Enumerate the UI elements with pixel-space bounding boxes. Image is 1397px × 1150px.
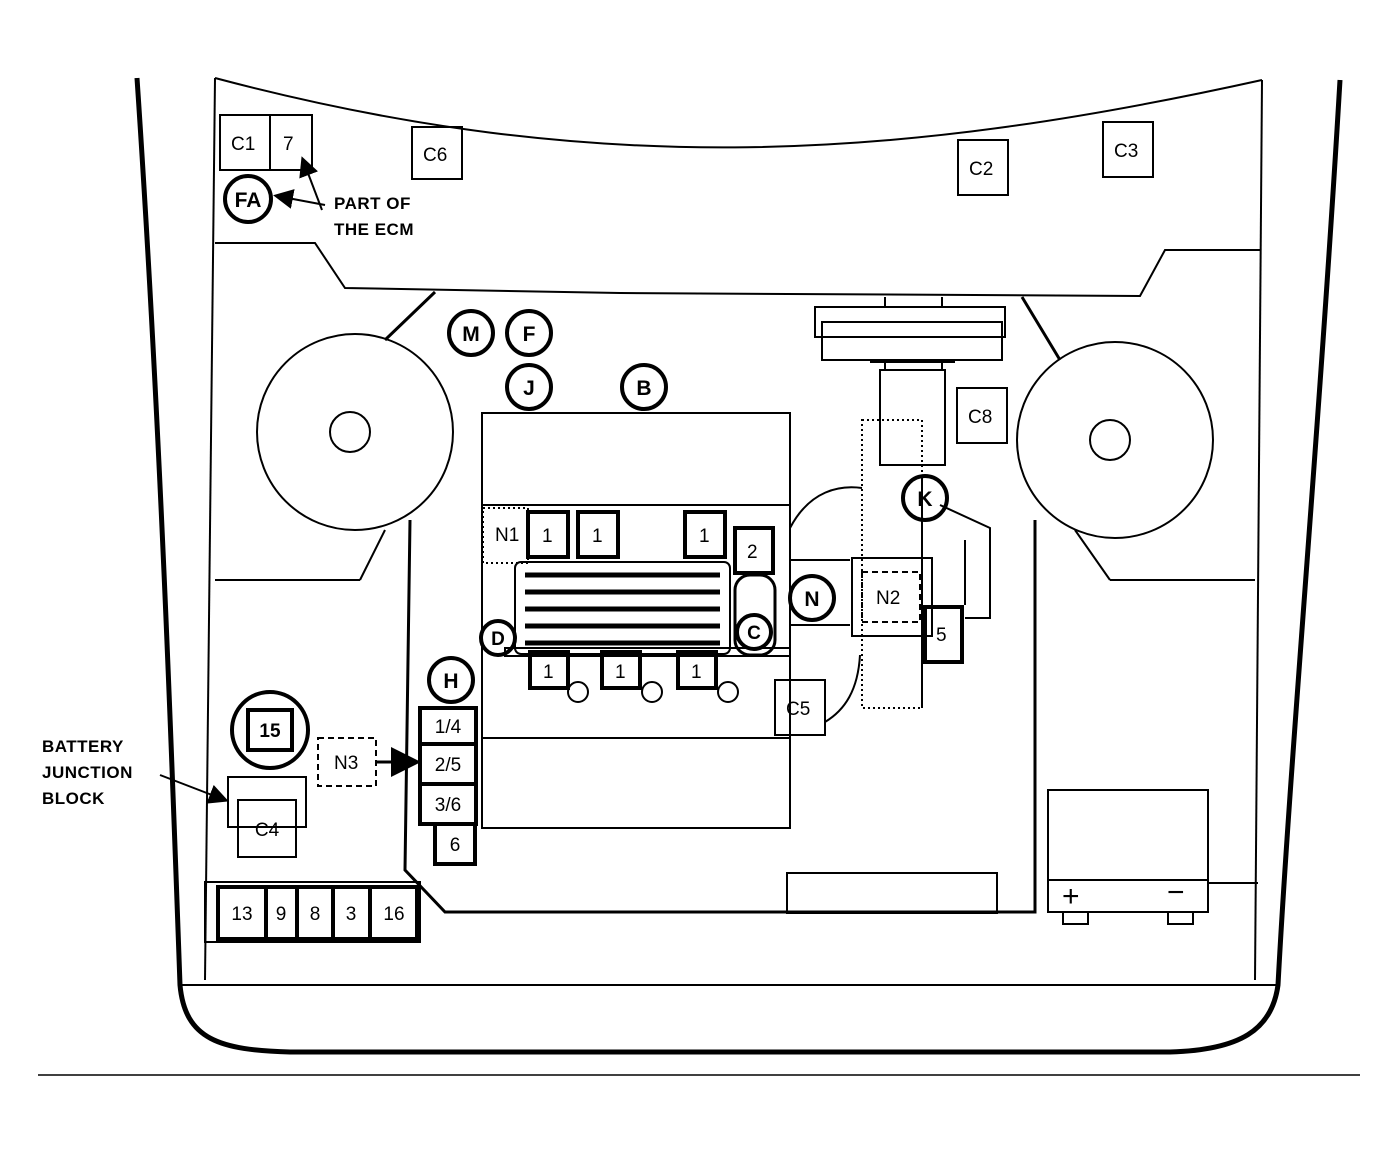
n2-housing [851, 557, 933, 637]
fuse-13-label: 13 [231, 904, 252, 925]
battery-positive-label: + [1062, 880, 1080, 913]
callout-h-circle [427, 656, 475, 704]
relay-1-top-c-label: 1 [699, 526, 710, 547]
relay-1-bottom-a-label: 1 [543, 662, 554, 683]
callout-b-label: B [636, 377, 651, 400]
callout-f-label: F [523, 323, 536, 346]
fuse-15-ring [230, 690, 310, 770]
callout-fa-label: FA [235, 189, 262, 212]
connector-c3-label: C3 [1114, 141, 1138, 162]
fuse-8-label: 8 [310, 904, 321, 925]
connector-c2-label: C2 [969, 159, 993, 180]
fuse-6-label: 6 [450, 835, 461, 856]
connector-c8-label: C8 [968, 407, 992, 428]
callout-j-circle [505, 363, 553, 411]
callout-h-label: H [443, 670, 458, 693]
radiator-support [786, 872, 998, 914]
callout-b-circle [620, 363, 668, 411]
fuse-16-label: 16 [383, 904, 404, 925]
relay-1-bottom-b [600, 650, 642, 690]
fuse-9-label: 9 [276, 904, 287, 925]
ecm-note-line2: THE ECM [334, 220, 414, 239]
engine-bay-outline [383, 290, 1062, 914]
relay-1-top-b [576, 510, 620, 559]
relay-1-bottom-a [528, 650, 570, 690]
relay-1-top-a [526, 510, 570, 559]
callout-c-label: C [747, 623, 761, 644]
fuse-15-label: 15 [259, 721, 281, 742]
connector-c4-box [237, 799, 297, 858]
relay-1-bottom-c-label: 1 [691, 662, 702, 683]
ecm-note-line1: PART OF [334, 194, 411, 213]
n1-label: N1 [495, 525, 519, 546]
connector-c5-box [774, 679, 826, 736]
callout-f-circle [505, 309, 553, 357]
bjb-arrow [159, 774, 229, 804]
callout-c-circle [735, 613, 773, 651]
callout-n-label: N [804, 588, 819, 611]
connector-c6-box [411, 126, 463, 180]
relay-1-top-c [683, 510, 727, 559]
fuse-15 [246, 708, 294, 752]
bjb-note-line1: BATTERY [42, 737, 124, 756]
callout-j-label: J [523, 377, 535, 400]
right-strut-tower [1016, 341, 1255, 581]
fuse-3-label: 3 [346, 904, 357, 925]
connector-c5-label: C5 [786, 699, 810, 720]
callout-n-circle [788, 574, 836, 622]
connector-c4-label: C4 [255, 820, 280, 841]
air-intake-assembly [814, 297, 1006, 709]
relay-5 [923, 605, 964, 664]
relay-5-label: 5 [936, 625, 947, 646]
battery-negative-label: − [1167, 876, 1185, 909]
connector-c1-label: C1 [231, 134, 255, 155]
callout-m-label: M [462, 323, 480, 346]
connector-7-label: 7 [283, 134, 294, 155]
bjb-note-line3: BLOCK [42, 789, 105, 808]
callout-m-circle [447, 309, 495, 357]
callout-k-circle [901, 474, 949, 522]
vehicle-body-outline [134, 77, 1343, 1055]
ecm-arrow-7 [299, 156, 323, 211]
callout-k-label: K [917, 488, 932, 511]
fuse-16 [368, 885, 419, 941]
relay-1-top-b-label: 1 [592, 526, 603, 547]
connector-c3-box [1102, 121, 1154, 178]
n2-region [861, 571, 921, 623]
callout-d-label: D [491, 629, 505, 650]
callout-fa-circle [223, 174, 273, 224]
fuse-3-6-label: 3/6 [435, 795, 461, 816]
left-strut-tower [215, 333, 454, 581]
fuse-6 [433, 822, 477, 866]
bottom-fuse-panel [204, 881, 421, 943]
callout-d-circle [479, 619, 517, 657]
connector-c2-box [957, 139, 1009, 196]
connector-c6-label: C6 [423, 145, 447, 166]
relay-2-label: 2 [747, 542, 758, 563]
cowl-panel [214, 77, 1263, 298]
relay-1-bottom-b-label: 1 [615, 662, 626, 683]
relay-2 [733, 526, 775, 575]
n2-label: N2 [876, 588, 900, 609]
relay-1-bottom-c [676, 650, 718, 690]
bjb-note-line2: JUNCTION [42, 763, 133, 782]
connector-c8-box [956, 387, 1008, 444]
connector-7-box [269, 114, 313, 171]
n3-label: N3 [334, 753, 358, 774]
relay-1-top-a-label: 1 [542, 526, 553, 547]
fuse-1-4-label: 1/4 [435, 717, 462, 738]
battery: + − [1047, 789, 1258, 925]
ecm-arrow-fa [273, 189, 326, 209]
fuse-2-5-label: 2/5 [435, 755, 461, 776]
